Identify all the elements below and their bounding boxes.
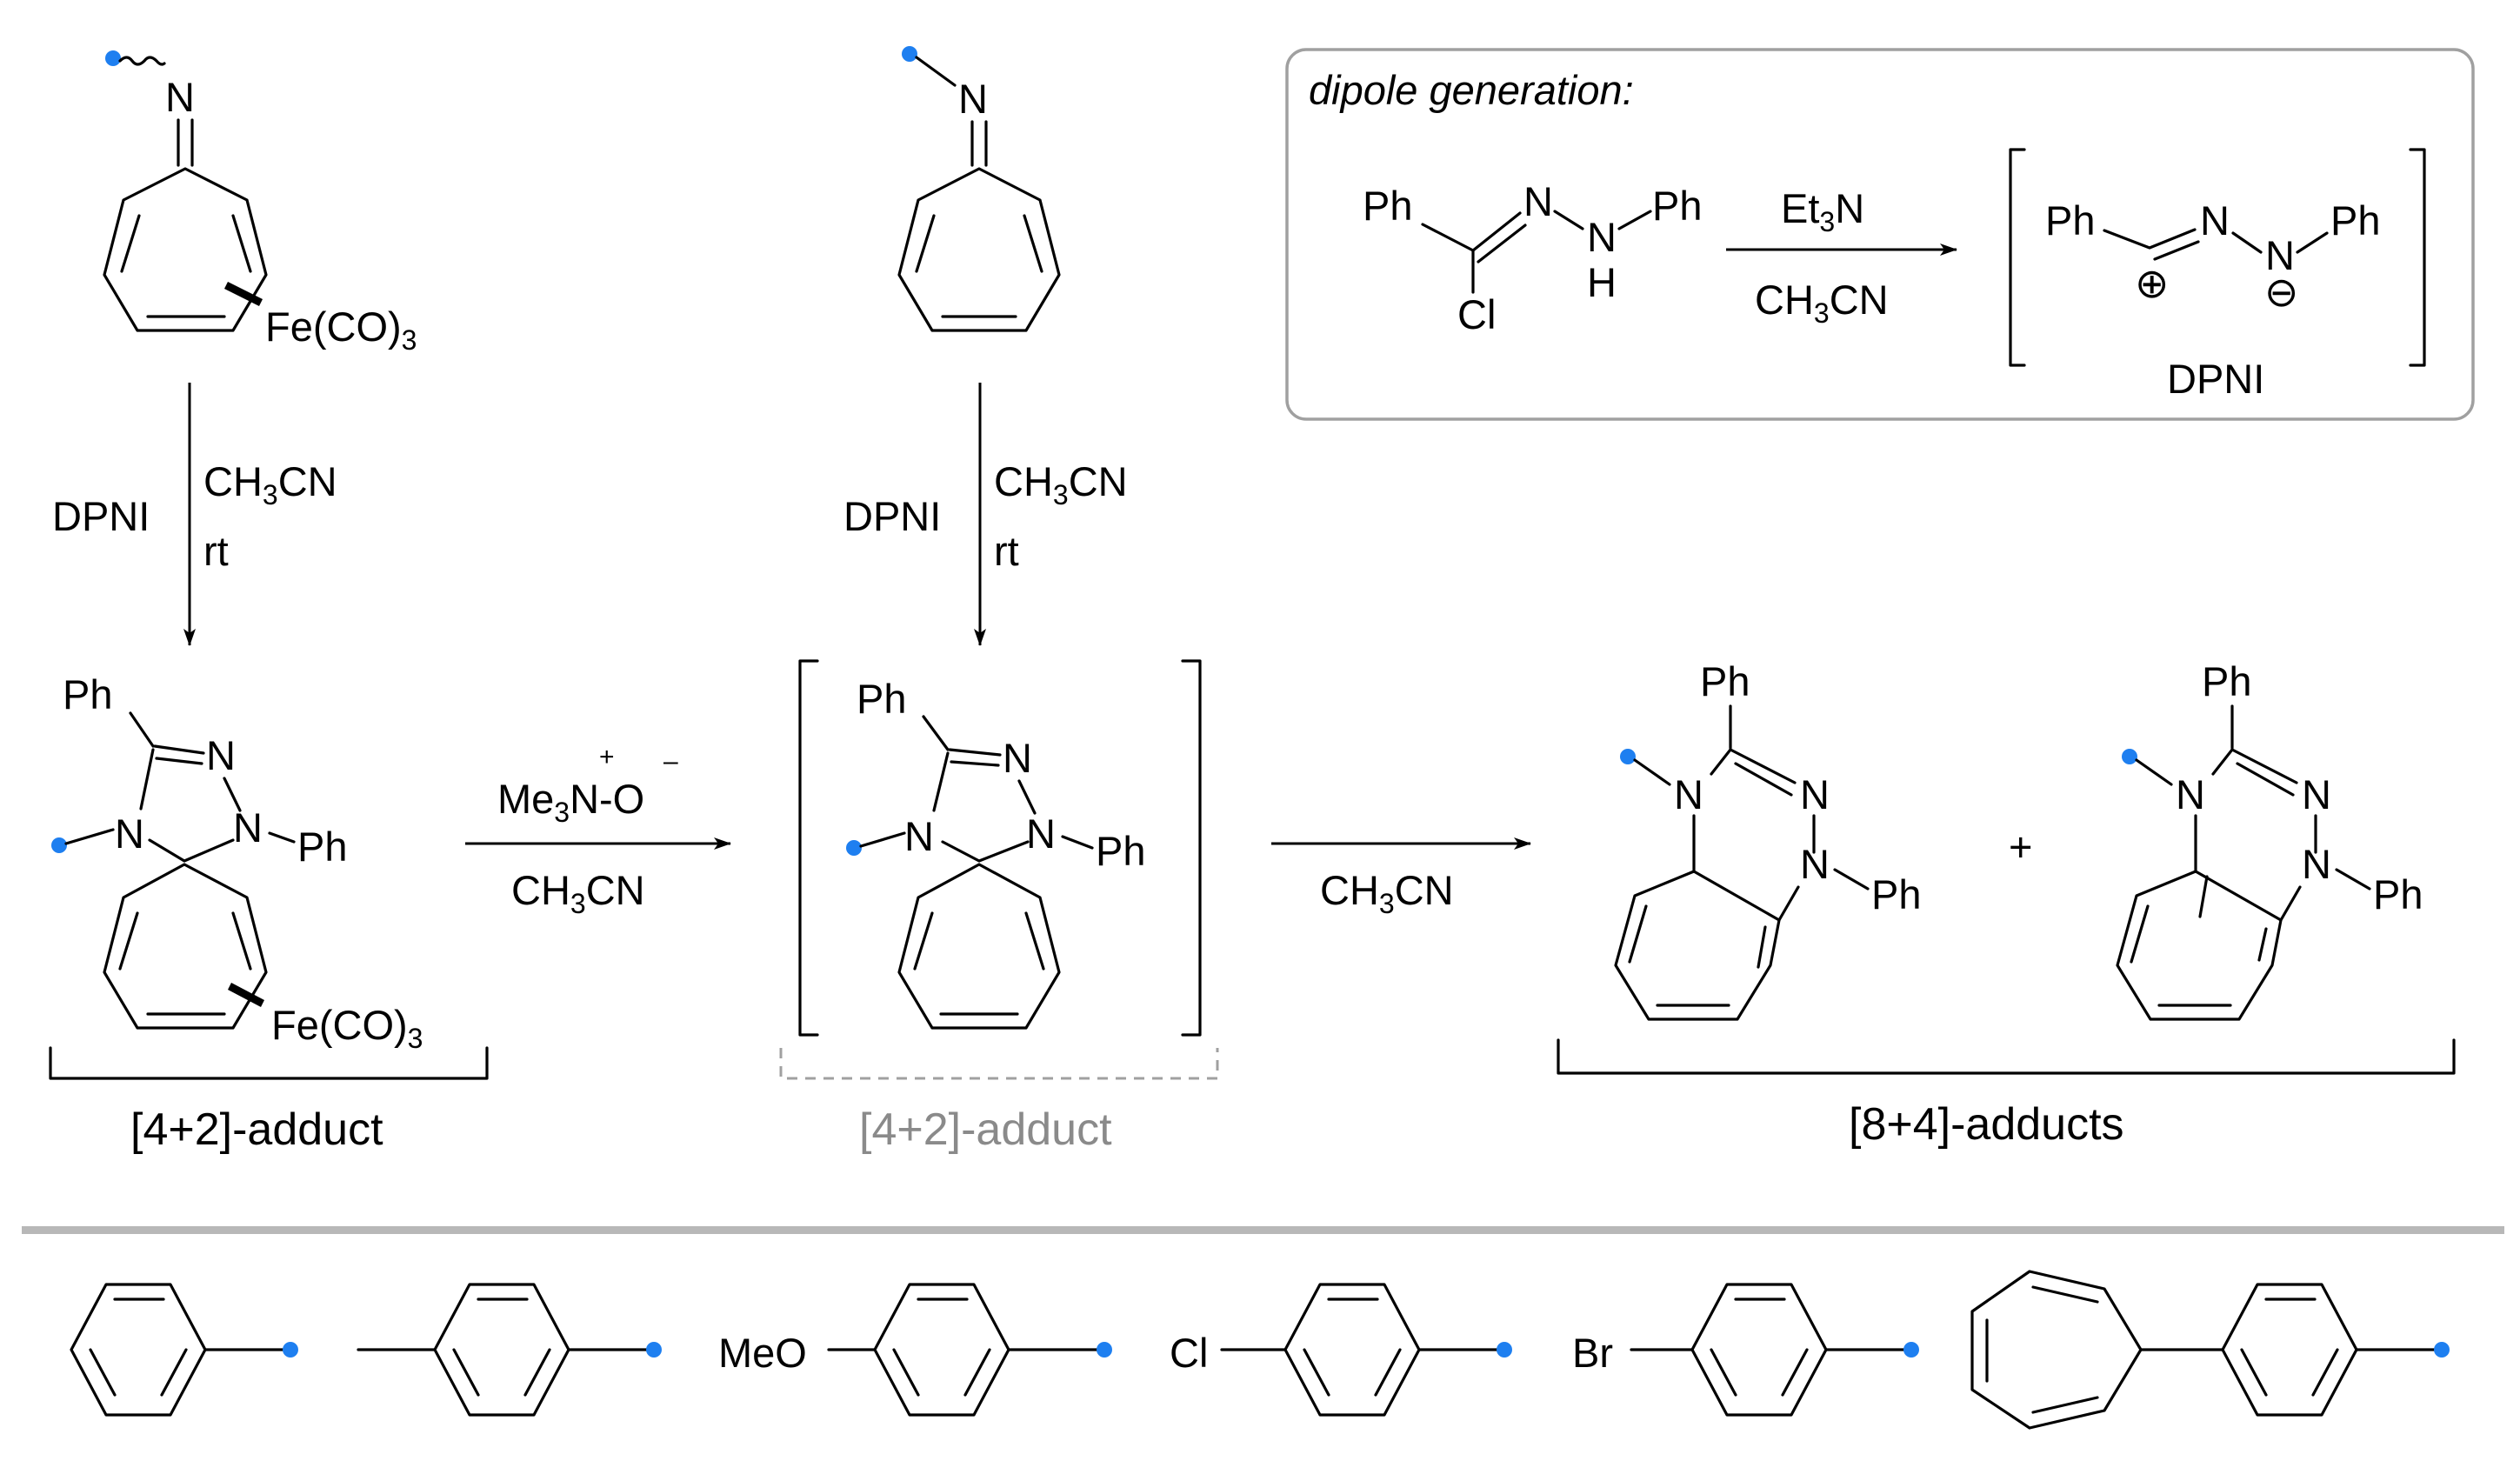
- svg-text:N: N: [165, 74, 195, 120]
- svg-text:Ph: Ph: [1871, 871, 1922, 917]
- iron-tropone-imine: N Fe(CO)3: [103, 50, 417, 356]
- svg-text:N: N: [958, 76, 988, 122]
- plus-sign: +: [2009, 824, 2032, 870]
- section-divider: [22, 1226, 2504, 1234]
- svg-text:Ph: Ph: [1700, 658, 1750, 704]
- dipole-box-title: dipole generation:: [1309, 67, 1634, 113]
- svg-text:N: N: [1800, 841, 1830, 887]
- substituent-bromophenyl: Br: [1572, 1283, 1919, 1417]
- svg-text:Ph: Ph: [297, 824, 348, 870]
- svg-text:Cl: Cl: [1457, 291, 1496, 337]
- substituent-cycloheptatrienylphenyl: [1970, 1270, 2450, 1430]
- tropone-imine: N: [897, 46, 1061, 332]
- svg-text:H: H: [1587, 259, 1617, 305]
- caption-fe-adduct: [4+2]-adduct: [130, 1104, 383, 1155]
- oxidation-minus: –: [663, 747, 678, 776]
- dpni-name: DPNI: [2167, 356, 2264, 402]
- svg-text:Fe(CO)3: Fe(CO)3: [265, 304, 417, 356]
- hydrazonoyl-chloride: Ph N N H Ph Cl: [1363, 178, 1703, 337]
- oxidation-plus: +: [599, 743, 615, 771]
- fe-spiro-adduct: Ph N N N Ph Fe(CO)3 [4+2]-adduct: [49, 671, 489, 1155]
- left-solvent: CH3CN: [203, 458, 337, 510]
- svg-text:Ph: Ph: [1363, 183, 1413, 229]
- svg-text:N: N: [2265, 232, 2295, 278]
- svg-text:N: N: [2176, 771, 2205, 817]
- svg-text:⊖: ⊖: [2264, 269, 2298, 315]
- svg-text:Br: Br: [1572, 1330, 1613, 1376]
- svg-text:N: N: [1523, 178, 1553, 224]
- adduct-84-second: Ph N N Ph N: [2116, 658, 2423, 1021]
- svg-text:N: N: [904, 813, 934, 859]
- svg-text:N: N: [1003, 735, 1032, 781]
- substituent-phenyl: [70, 1283, 298, 1417]
- substituent-anisyl: MeO: [718, 1283, 1112, 1417]
- svg-text:N: N: [2302, 841, 2331, 887]
- substituent-tolyl: [357, 1283, 662, 1417]
- svg-text:Ph: Ph: [857, 676, 907, 722]
- svg-text:⊕: ⊕: [2135, 260, 2169, 306]
- dipole-generation-box: dipole generation: Ph N N H Ph Cl Et3N C…: [1285, 48, 2475, 421]
- svg-text:Ph: Ph: [63, 671, 113, 717]
- svg-text:Ph: Ph: [2045, 197, 2096, 244]
- rearrangement-solvent: CH3CN: [1320, 867, 1454, 919]
- free-spiro-adduct: Ph N N N Ph [4+2]-adduct: [779, 659, 1219, 1155]
- dipole-solvent: CH3CN: [1755, 277, 1889, 329]
- dpni-dipole: Ph N N Ph ⊕ ⊖ DPNI: [2045, 197, 2381, 402]
- svg-text:N: N: [206, 732, 236, 778]
- svg-text:MeO: MeO: [718, 1330, 807, 1376]
- svg-text:Ph: Ph: [2330, 197, 2381, 244]
- mid-reagent: DPNI: [843, 493, 941, 539]
- svg-text:N: N: [2302, 771, 2331, 817]
- substituent-chlorophenyl: Cl: [1170, 1283, 1512, 1417]
- svg-text:Ph: Ph: [1652, 183, 1703, 229]
- svg-text:N: N: [1587, 214, 1617, 260]
- svg-text:Fe(CO)3: Fe(CO)3: [271, 1002, 423, 1054]
- svg-text:Cl: Cl: [1170, 1330, 1208, 1376]
- svg-text:N: N: [1026, 811, 1056, 857]
- mid-solvent: CH3CN: [994, 458, 1128, 510]
- adduct-84-first: Ph N N Ph N: [1614, 658, 1922, 1021]
- svg-text:N: N: [115, 811, 144, 857]
- caption-84-adducts: [8+4]-adducts: [1849, 1099, 2124, 1150]
- oxidation-reagent: Me3N-O: [497, 776, 644, 828]
- svg-text:Ph: Ph: [2373, 871, 2423, 917]
- dipole-reagent: Et3N: [1781, 185, 1864, 237]
- mid-temperature: rt: [994, 528, 1019, 574]
- oxidation-solvent: CH3CN: [511, 867, 645, 919]
- caption-free-adduct: [4+2]-adduct: [859, 1104, 1112, 1155]
- svg-text:N: N: [1800, 771, 1830, 817]
- left-reagent: DPNI: [52, 493, 150, 539]
- left-temperature: rt: [203, 528, 229, 574]
- svg-text:N: N: [233, 804, 263, 851]
- svg-text:N: N: [1674, 771, 1703, 817]
- svg-text:Ph: Ph: [1096, 828, 1146, 874]
- svg-text:Ph: Ph: [2202, 658, 2252, 704]
- svg-text:N: N: [2200, 197, 2230, 244]
